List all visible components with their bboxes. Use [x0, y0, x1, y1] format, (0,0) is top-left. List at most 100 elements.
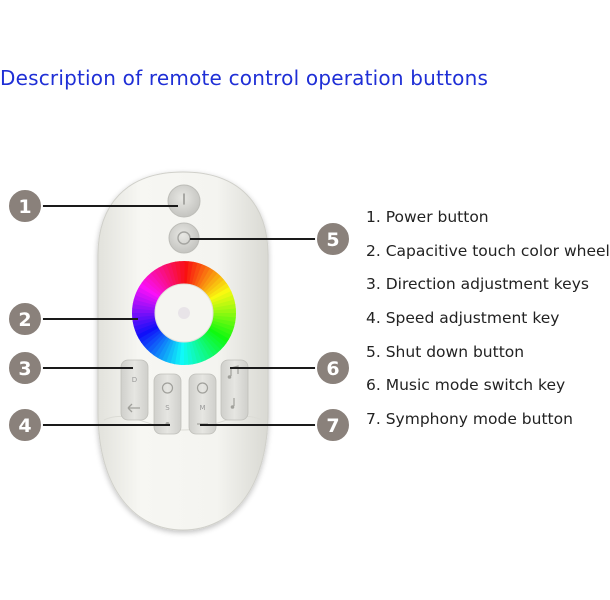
color-wheel-segment: [204, 331, 224, 351]
svg-text:3: 3: [18, 358, 31, 380]
callout-5: 5: [315, 221, 351, 257]
svg-text:1: 1: [18, 196, 31, 218]
color-wheel-segment: [132, 298, 157, 308]
color-wheel-segment: [133, 294, 157, 306]
svg-text:6: 6: [326, 358, 339, 380]
color-wheel-segment: [178, 341, 184, 365]
color-wheel-segment: [133, 320, 157, 331]
color-wheel-segment: [150, 270, 168, 291]
callout-4: 4: [7, 407, 43, 443]
color-wheel[interactable]: [132, 261, 236, 365]
color-wheel-segment: [202, 273, 222, 293]
color-wheel-segment: [191, 262, 203, 286]
color-wheel-segment: [135, 290, 158, 304]
color-wheel-segment: [202, 333, 221, 354]
color-wheel-segment: [211, 295, 235, 306]
color-wheel-segment: [211, 320, 235, 332]
leader-lines: [40, 205, 320, 426]
svg-text:5: 5: [326, 229, 339, 251]
svg-text:4: 4: [18, 415, 31, 437]
callout-1: 1: [7, 188, 43, 224]
color-wheel-segment: [157, 337, 172, 361]
color-wheel-segment: [170, 261, 180, 285]
color-wheel-segment: [134, 322, 158, 335]
color-wheel-segment: [212, 299, 236, 309]
color-wheel-segment: [209, 287, 232, 302]
key-letter-m: M: [199, 404, 205, 412]
legend-item-symphony: 7. Symphony mode button: [366, 410, 573, 429]
color-wheel-segment: [143, 331, 164, 350]
color-wheel-segment: [132, 312, 156, 318]
color-wheel-segment: [147, 272, 166, 293]
color-wheel-segment: [198, 336, 214, 359]
color-wheel-segment: [212, 308, 236, 314]
color-wheel-segment: [169, 340, 179, 365]
color-wheel-segment: [208, 325, 232, 340]
color-wheel-segment: [174, 341, 182, 365]
color-wheel-segment: [144, 275, 164, 295]
color-wheel-segment: [153, 336, 170, 359]
power-button[interactable]: [167, 184, 201, 218]
color-wheel-segment: [158, 265, 173, 288]
color-wheel-segment: [179, 261, 185, 285]
color-wheel-segment: [132, 303, 156, 311]
page-title: Description of remote control operation …: [0, 66, 489, 90]
symphony-key[interactable]: M: [188, 373, 217, 435]
color-wheel-segment: [198, 267, 215, 290]
color-wheel-segment: [184, 261, 190, 285]
color-wheel-segment: [141, 279, 163, 297]
color-wheel-segment: [206, 279, 227, 297]
color-wheel-segment: [195, 338, 210, 361]
legend-item-color-wheel: 2. Capacitive touch color wheel: [366, 241, 610, 260]
color-wheel-segment: [191, 340, 202, 364]
color-wheel-segment: [146, 333, 166, 353]
color-wheel-segment: [165, 340, 177, 364]
svg-text:2: 2: [18, 309, 31, 331]
key-letter-d: D: [132, 376, 137, 384]
color-wheel-segment: [207, 327, 230, 344]
music-key[interactable]: [220, 359, 249, 421]
color-wheel-segment: [150, 334, 168, 356]
legend-item-shut-down: 5. Shut down button: [366, 342, 525, 361]
callout-2: 2: [7, 301, 43, 337]
button-legend: 1. Power button 2. Capacitive touch colo…: [366, 206, 610, 442]
color-wheel-segment: [162, 263, 175, 287]
direction-key-left[interactable]: D: [120, 359, 149, 421]
legend-item-direction: 3. Direction adjustment keys: [366, 275, 589, 294]
color-wheel-segment: [200, 270, 218, 292]
color-wheel-segment: [189, 261, 199, 286]
color-wheel-segment: [136, 324, 159, 339]
color-wheel-segment: [200, 335, 218, 356]
color-wheel-segment: [210, 322, 233, 336]
legend-item-music: 6. Music mode switch key: [366, 376, 566, 395]
callout-3: 3: [7, 350, 43, 386]
color-wheel-segment: [207, 283, 230, 299]
color-wheel-dot: [178, 307, 190, 319]
color-wheel-segment: [196, 265, 211, 289]
color-wheel-segment: [166, 262, 177, 286]
color-wheel-segment: [204, 276, 225, 295]
legend-item-power: 1. Power button: [366, 208, 489, 226]
color-wheel-segment: [138, 282, 161, 299]
legend-item-speed: 4. Speed adjustment key: [366, 309, 560, 328]
color-wheel-segment: [161, 339, 175, 362]
color-wheel-segment: [193, 264, 207, 287]
color-wheel-segment: [141, 329, 162, 347]
color-wheel-segment: [188, 341, 198, 365]
callout-6: 6: [315, 350, 351, 386]
color-wheel-segment: [212, 315, 236, 323]
color-wheel-segment: [205, 329, 227, 347]
color-wheel-segment: [136, 286, 160, 301]
color-wheel-segment: [132, 317, 156, 327]
key-letter-s: S: [165, 404, 170, 412]
color-wheel-segment: [154, 267, 170, 290]
color-wheel-segment: [138, 327, 161, 343]
color-wheel-segment: [193, 339, 206, 363]
direction-key-icon: [127, 403, 140, 413]
color-wheel-segment: [186, 261, 194, 285]
color-wheel-segment: [210, 291, 234, 304]
speed-key[interactable]: S: [153, 373, 182, 435]
color-wheel-segment: [212, 313, 236, 319]
callout-7: 7: [315, 407, 351, 443]
color-wheel-segment: [132, 307, 156, 313]
